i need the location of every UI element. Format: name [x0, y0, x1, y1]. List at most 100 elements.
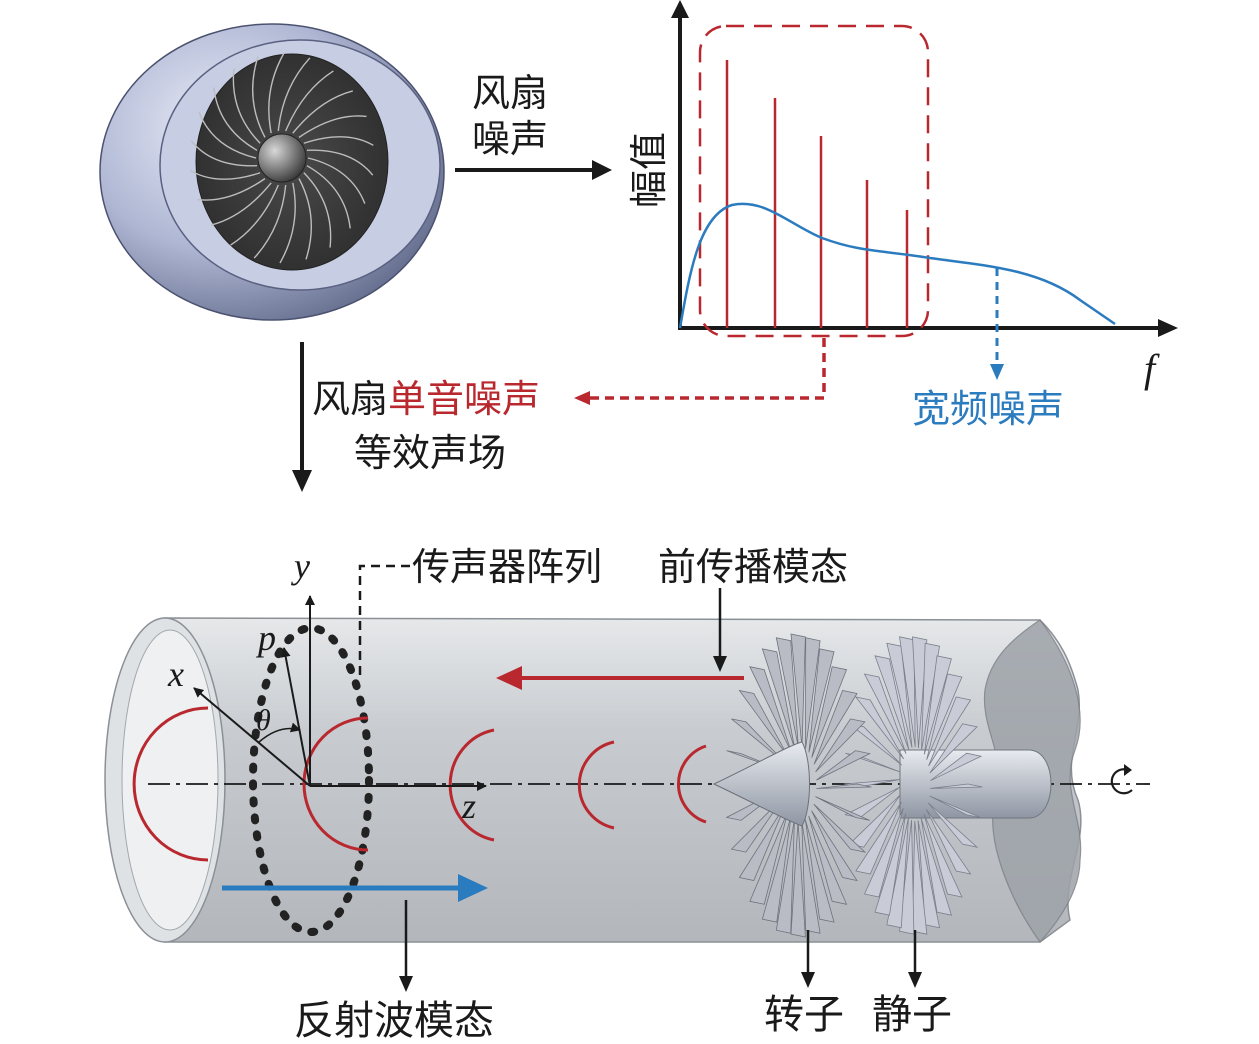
y-axis-arrowhead	[671, 0, 689, 18]
rotor-blade	[816, 783, 872, 789]
reflected-mode-label: 反射波模态	[294, 998, 494, 1044]
stator-blade	[899, 820, 915, 935]
rotor-blade	[804, 819, 835, 923]
rotor-blade	[815, 796, 870, 821]
stator-blade	[930, 752, 983, 782]
stator-blade	[854, 696, 904, 760]
stator-blade	[928, 696, 972, 767]
rotor-blade	[738, 803, 787, 881]
down-label-line1: 风扇单音噪声	[312, 377, 540, 421]
down-label-line2: 等效声场	[354, 431, 506, 475]
axis-p-label: p	[255, 618, 276, 658]
broadband-pointer-arrowhead	[990, 364, 1004, 380]
rotor-blade	[813, 803, 867, 853]
fan-blade	[303, 172, 332, 248]
rotor-pointer-arrowhead	[801, 972, 815, 988]
stator-blade	[874, 655, 910, 751]
stator-label: 静子	[872, 992, 952, 1038]
stator-blade	[925, 808, 972, 875]
rotor-blade	[761, 648, 796, 749]
stator-blade	[886, 642, 913, 748]
stator-blade	[855, 801, 902, 875]
rotor-label: 转子	[764, 992, 844, 1038]
rotor-blade	[790, 633, 806, 747]
axis-x-label: x	[167, 654, 184, 694]
tonal-pointer	[588, 338, 826, 400]
fan-blade	[268, 52, 285, 134]
spectrum-y-label: 幅值	[627, 132, 671, 208]
down-label-highlight: 单音噪声	[388, 377, 540, 421]
fan-blade	[277, 57, 311, 132]
microphone-array	[249, 624, 373, 936]
rotor-blade	[749, 666, 792, 753]
theta-arc	[258, 722, 301, 743]
forward-mode-label: 前传播模态	[658, 545, 848, 589]
rotor-blade	[808, 815, 848, 905]
axis-p-line	[280, 647, 311, 787]
stator-blade	[927, 802, 979, 848]
wave-arc-2	[302, 716, 369, 852]
stator-blade	[929, 723, 978, 774]
shaft	[899, 749, 1052, 819]
rotor-blade	[805, 637, 821, 749]
fan-noise-arrow	[455, 160, 612, 180]
fan-blade	[190, 140, 258, 167]
forward-mode-arrowhead	[496, 666, 522, 690]
fan-blade	[307, 157, 366, 204]
wave-arc-4	[577, 740, 615, 830]
fan-blade	[279, 182, 296, 264]
wave-arc-5	[676, 744, 707, 824]
spinner-cone	[712, 741, 810, 827]
axis-z-label: z	[461, 786, 476, 826]
tonal-region-box	[698, 24, 930, 338]
fan-blade	[190, 170, 261, 180]
spectrum-x-label: f	[1144, 346, 1160, 391]
x-axis-arrowhead	[1158, 319, 1178, 337]
rotor-blade	[775, 637, 799, 747]
fan-blade	[211, 182, 272, 226]
rotor-blade	[761, 815, 792, 923]
fan-blade	[198, 112, 257, 159]
stator-blade	[912, 820, 928, 935]
reflected-mode-arrowhead	[458, 874, 488, 902]
stator-blade	[923, 655, 952, 755]
stator-pointer-arrowhead	[908, 972, 922, 988]
down-arrow	[292, 342, 312, 492]
rotor-blade	[801, 821, 821, 934]
rotor-blade	[749, 810, 789, 905]
fan-noise-label-line2: 噪声	[472, 117, 548, 161]
fan-blade	[197, 178, 266, 201]
fan-blade	[292, 90, 353, 134]
stator-blade	[920, 817, 952, 916]
fan-blade	[306, 149, 374, 176]
broadband-curve	[678, 202, 1116, 329]
stator-blade	[917, 820, 941, 929]
stator-blade	[930, 783, 983, 789]
forward-mode-pointer-arrowhead	[713, 656, 727, 672]
stator	[843, 636, 983, 935]
mic-array-label: 传声器阵列	[412, 545, 602, 589]
stator-blade	[874, 813, 907, 916]
reflected-mode-pointer-arrowhead	[399, 976, 413, 992]
fan-blade	[253, 184, 287, 259]
rotation-icon	[1110, 764, 1133, 795]
fan-blade	[232, 68, 261, 144]
fan-blade	[285, 70, 334, 132]
rotor-blade	[738, 689, 789, 758]
rotor-blade	[815, 718, 866, 773]
engine-nacelle-illustration	[99, 23, 445, 321]
duct-illustration	[104, 564, 1150, 992]
fan-noise-label-line1: 风扇	[472, 71, 548, 115]
fan-blade	[230, 184, 279, 246]
rotor-blade	[731, 718, 787, 765]
fan-blade	[213, 87, 258, 151]
fan-blades	[190, 52, 374, 264]
stator-blade	[912, 636, 928, 748]
rotor-blade	[811, 810, 858, 882]
down-label-prefix: 风扇	[312, 377, 388, 421]
axis-theta-label: θ	[256, 704, 271, 737]
stator-blade	[899, 636, 916, 748]
rotor-blade	[775, 819, 795, 934]
rotor-blade	[816, 750, 871, 781]
